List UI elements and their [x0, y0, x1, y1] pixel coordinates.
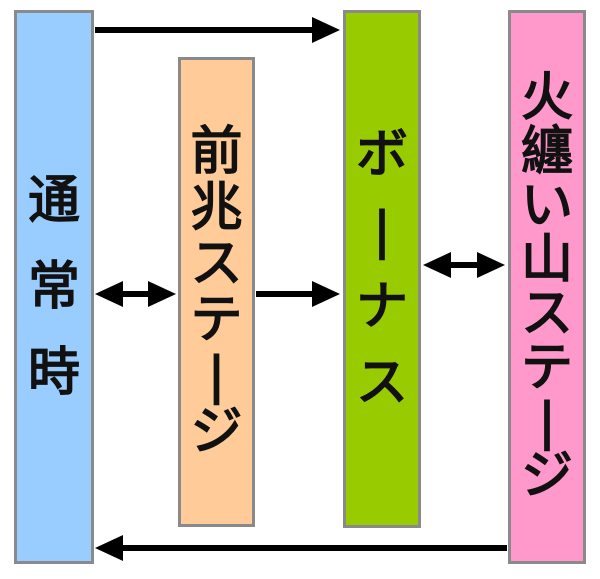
node-bonus-label: ボ|ナス — [356, 129, 408, 409]
label-char: 山 — [520, 230, 573, 290]
label-char: | — [537, 392, 557, 452]
label-char: 火 — [520, 68, 573, 128]
arrow-omen-to-bonus — [256, 281, 340, 307]
label-char: ボ — [355, 125, 408, 185]
label-char: ス — [520, 284, 573, 344]
label-char: 通 — [27, 171, 80, 231]
node-bonus: ボ | ナス — [343, 10, 421, 528]
node-omen-label: 前兆ステ|ジ — [190, 126, 242, 458]
label-char: テ — [520, 338, 573, 398]
node-normal-label: 通常時 — [28, 175, 80, 399]
label-char: 兆 — [190, 178, 243, 238]
arrow-bonus-to-fire — [423, 252, 505, 278]
label-char: い — [520, 176, 573, 236]
arrow-normal-to-bonus — [95, 17, 340, 43]
arrow-normal-to-omen — [95, 281, 176, 307]
label-char: ジ — [190, 402, 243, 462]
label-char: テ — [190, 290, 243, 350]
label-char: 前 — [190, 122, 243, 182]
label-char: 時 — [27, 343, 80, 403]
label-char: ナ — [355, 277, 408, 337]
label-char: 常 — [27, 257, 80, 317]
label-char: | — [206, 346, 226, 406]
node-normal-state: 通常時 — [14, 10, 94, 564]
node-fire-label: 火纏い山ステ|ジ — [521, 72, 573, 502]
arrow-fire-to-normal — [95, 535, 507, 561]
node-fire-mountain-stage: 火纏い山ステ|ジ — [508, 10, 586, 564]
label-char: 纏 — [520, 122, 573, 182]
label-char: ス — [355, 353, 408, 413]
label-char: ス — [190, 234, 243, 294]
label-char: ジ — [520, 446, 573, 506]
label-char: | — [372, 201, 392, 261]
node-omen-stage: 前兆ステ|ジ — [178, 57, 255, 527]
